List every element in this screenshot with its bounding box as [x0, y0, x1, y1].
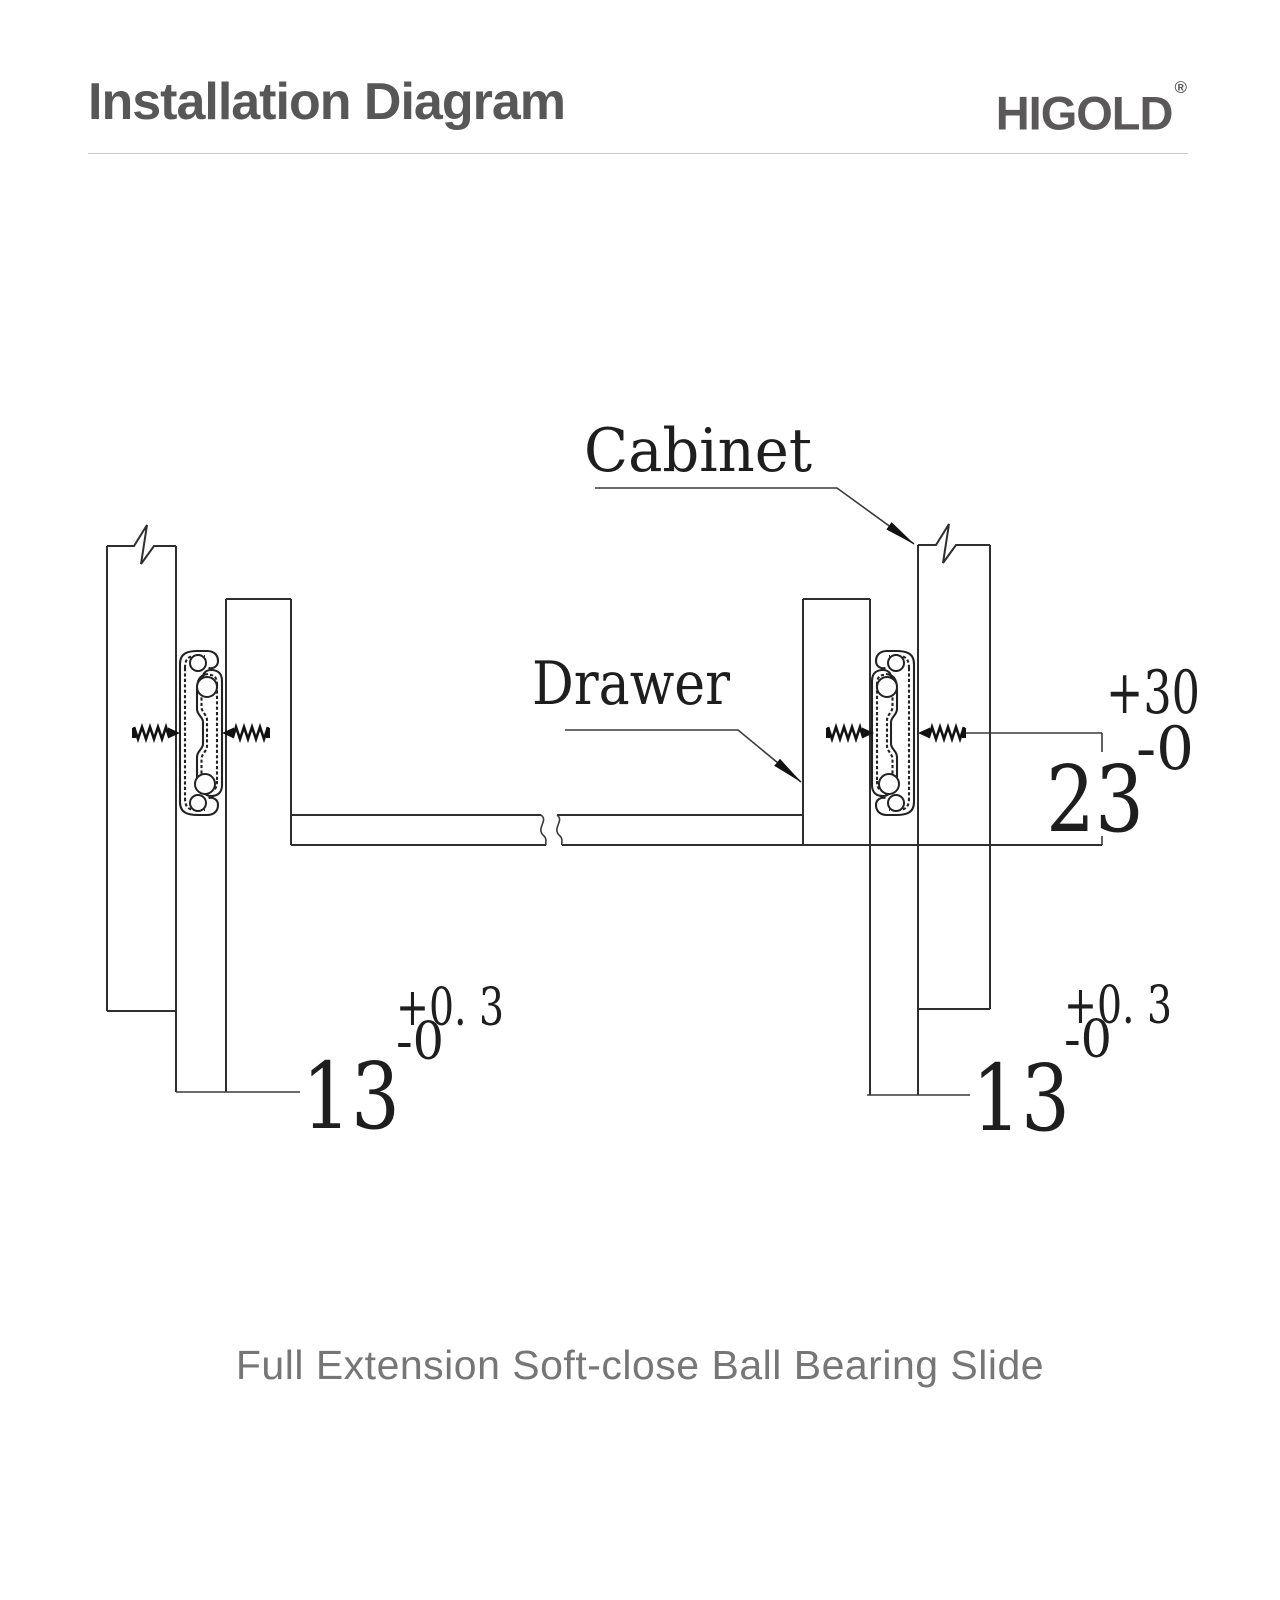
- dimension-back-clearance: 23 +30 -0: [966, 658, 1200, 853]
- screw-icon: [824, 725, 876, 741]
- cabinet-panel-left: [106, 524, 177, 1092]
- brand-logo-text: HIGOLD: [995, 86, 1174, 140]
- dimension-value: 23: [1046, 746, 1144, 853]
- page-title: Installation Diagram: [88, 73, 566, 131]
- drawer-leader-line: [565, 729, 802, 783]
- ball-bearing-slide-right: [870, 649, 916, 817]
- registered-trademark-icon: ®: [1174, 78, 1186, 97]
- header-divider: [88, 153, 1188, 154]
- screw-icon: [220, 725, 272, 741]
- dimension-side-clearance-left: 13 +0. 3 -0: [176, 978, 504, 1150]
- tolerance-minus: -0: [1136, 714, 1194, 784]
- tolerance-plus: +0. 3: [396, 978, 504, 1038]
- tolerance-plus: +0. 3: [1064, 976, 1172, 1036]
- brand-logo: HIGOLD®: [995, 78, 1187, 140]
- ball-bearing-slide-left: [178, 649, 224, 817]
- dimension-value: 13: [302, 1043, 400, 1150]
- tolerance-minus: -0: [396, 1012, 444, 1072]
- cabinet-label: Cabinet: [584, 416, 812, 486]
- dimension-side-clearance-right: 13 +0. 3 -0: [867, 976, 1172, 1152]
- dimension-value: 13: [972, 1045, 1070, 1152]
- drawer-side-panel-left: [225, 598, 292, 1092]
- cabinet-panel-right: [917, 523, 991, 1095]
- drawer-bottom-panel: [291, 814, 1102, 846]
- screw-icon: [916, 725, 968, 741]
- break-symbol: [540, 814, 547, 846]
- drawer-side-panel-right: [802, 598, 871, 1095]
- diagram-caption: Full Extension Soft-close Ball Bearing S…: [235, 1342, 1045, 1388]
- screw-icon: [130, 725, 182, 741]
- drawer-label: Drawer: [532, 649, 730, 719]
- cabinet-leader-line: [595, 487, 915, 545]
- tolerance-minus: -0: [1064, 1010, 1112, 1070]
- tolerance-plus: +30: [1106, 658, 1200, 728]
